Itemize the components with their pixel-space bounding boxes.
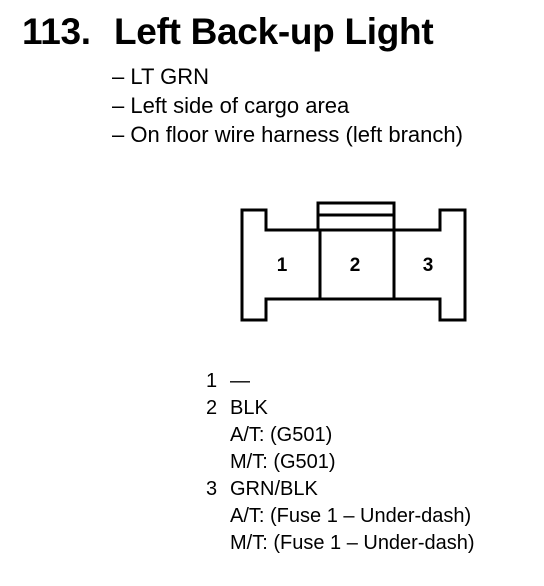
terminal-2-label: 2: [350, 255, 361, 276]
pin-number: 1: [206, 370, 218, 392]
pin-note: M/T: (Fuse 1 – Under-dash): [230, 532, 475, 554]
pin-wire-color: GRN/BLK: [230, 478, 318, 500]
detail-location: – Left side of cargo area: [112, 93, 350, 118]
pin-wire-color: —: [230, 370, 250, 392]
pin-entry: 3 GRN/BLK: [206, 476, 475, 503]
pin-number: 3: [206, 478, 218, 500]
terminal-1-label: 1: [277, 255, 288, 276]
connector-diagram: 1 2 3: [236, 196, 476, 330]
section-number: 113.: [22, 11, 91, 52]
detail-color: – LT GRN: [112, 64, 209, 89]
pin-wire-color: BLK: [230, 397, 268, 419]
detail-harness: – On floor wire harness (left branch): [112, 122, 463, 147]
section-title: Left Back-up Light: [114, 11, 434, 52]
terminal-3-label: 3: [423, 255, 434, 276]
pin-number: 2: [206, 397, 218, 419]
pin-note: M/T: (G501): [230, 451, 336, 473]
pin-entry: 2 BLK: [206, 395, 475, 422]
connector-face-drawing: 1 2 3: [240, 201, 467, 322]
pin-note: A/T: (Fuse 1 – Under-dash): [230, 505, 472, 527]
connector-housing: [240, 208, 467, 322]
pin-note: A/T: (G501): [230, 424, 333, 446]
page-title: 113. Left Back-up Light: [22, 10, 434, 54]
connector-details: – LT GRN – Left side of cargo area – On …: [112, 62, 463, 149]
pin-entry: 1—: [206, 368, 475, 395]
